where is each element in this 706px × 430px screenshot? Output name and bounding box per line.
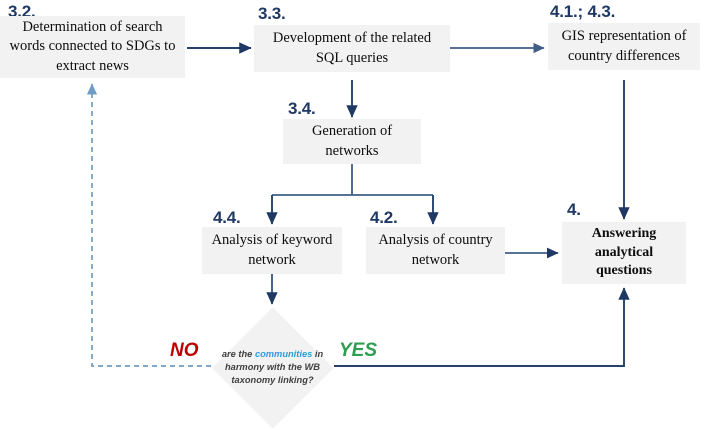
step-label-gis-representation: 4.1.; 4.3. [550,2,616,21]
step-label-generation-networks: 3.4. [288,99,316,118]
decision-text-highlight: communities [254,348,313,359]
decision-label: are the communities in harmony with the … [212,307,333,428]
decision-harmony-check[interactable]: are the communities in harmony with the … [212,307,333,428]
node-answering-questions[interactable]: Answering analytical questions [562,222,686,284]
node-determination[interactable]: Determination of search words connected … [0,16,185,78]
branch-label-yes: YES [339,340,378,361]
step-label-answering-questions: 4. [567,200,581,219]
step-label-keyword-network: 4.4. [213,208,241,227]
node-country-network[interactable]: Analysis of country network [366,227,505,274]
branch-label-no: NO [170,340,199,361]
step-label-sql-queries: 3.3. [258,4,286,23]
step-label-country-network: 4.2. [370,208,398,227]
node-generation-networks[interactable]: Generation of networks [283,119,421,164]
decision-text-after: in harmony with the WB taxonomy linking? [224,348,324,386]
edge-decision-yes-to-answering [334,287,630,367]
node-sql-queries[interactable]: Development of the related SQL queries [254,25,450,72]
edge-decision-no-to-determination [86,83,211,367]
decision-text-before: are the [221,348,253,359]
node-gis-representation[interactable]: GIS representation of country difference… [548,23,700,70]
node-keyword-network[interactable]: Analysis of keyword network [202,227,342,274]
